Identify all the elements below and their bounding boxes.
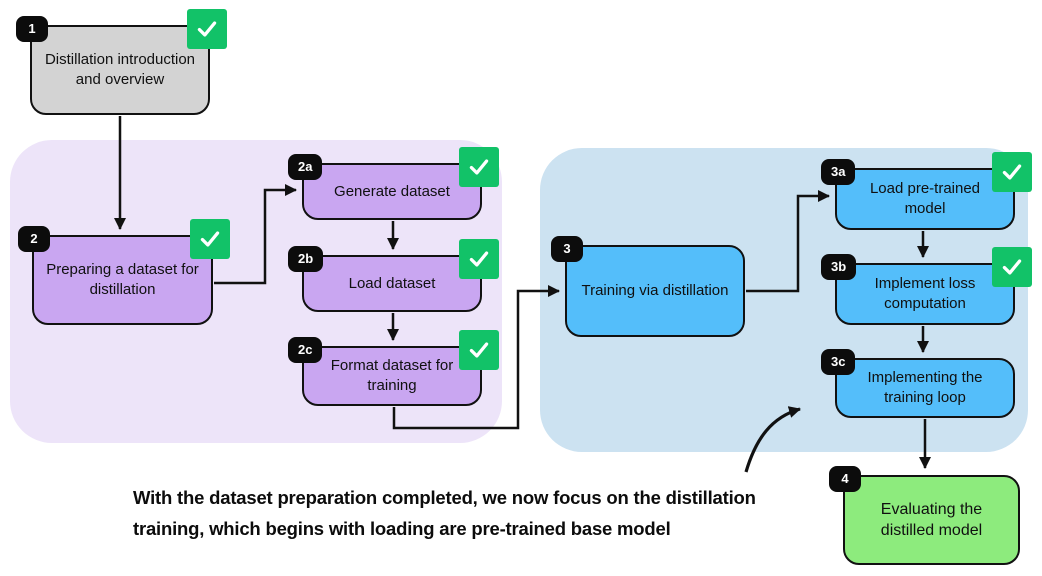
annotation-line-2: training, which begins with loading are …: [133, 518, 671, 539]
check-icon: [992, 247, 1032, 287]
node-label: Training via distillation: [581, 282, 729, 300]
step-badge: 1: [16, 16, 48, 42]
step-badge: 3b: [821, 254, 857, 280]
node-label: Load dataset: [348, 274, 436, 292]
check-icon: [459, 147, 499, 187]
step-badge: 4: [829, 466, 861, 492]
node-implement-loss: 3b Implement loss computation: [821, 247, 1032, 325]
step-badge: 2: [18, 226, 50, 252]
node-format-dataset: 2c Format dataset for training: [288, 330, 499, 406]
annotation-text: With the dataset preparation completed, …: [133, 482, 793, 544]
check-icon: [459, 239, 499, 279]
node-label: Preparing a dataset for distillation: [46, 261, 199, 298]
node-training-loop: 3c Implementing the training loop: [821, 349, 1015, 418]
check-icon: [992, 152, 1032, 192]
node-load-pretrained-model: 3a Load pre-trained model: [821, 152, 1032, 230]
node-label: Evaluating the distilled model: [880, 500, 983, 539]
node-label: Load pre-trained model: [869, 180, 981, 217]
node-label: Generate dataset: [334, 182, 450, 200]
step-badge: 3: [551, 236, 583, 262]
node-distillation-introduction: 1 Distillation introduction and overview: [16, 9, 227, 115]
step-badge: 2c: [288, 337, 323, 363]
annotation-line-1: With the dataset preparation completed, …: [133, 487, 756, 508]
node-generate-dataset: 2a Generate dataset: [288, 147, 499, 220]
node-load-dataset: 2b Load dataset: [288, 239, 499, 312]
step-badge: 3a: [821, 159, 856, 185]
node-preparing-dataset: 2 Preparing a dataset for distillation: [18, 219, 230, 325]
step-badge: 3c: [821, 349, 856, 375]
node-label: Implementing the training loop: [867, 369, 983, 406]
check-icon: [190, 219, 230, 259]
node-label: Distillation introduction and overview: [44, 51, 196, 88]
node-label: Implement loss computation: [874, 275, 976, 312]
step-badge: 2b: [288, 246, 324, 272]
node-evaluating-model: 4 Evaluating the distilled model: [829, 466, 1020, 565]
node-training-via-distillation: 3 Training via distillation: [551, 236, 745, 337]
step-badge: 2a: [288, 154, 323, 180]
check-icon: [187, 9, 227, 49]
node-label: Format dataset for training: [330, 357, 454, 394]
check-icon: [459, 330, 499, 370]
